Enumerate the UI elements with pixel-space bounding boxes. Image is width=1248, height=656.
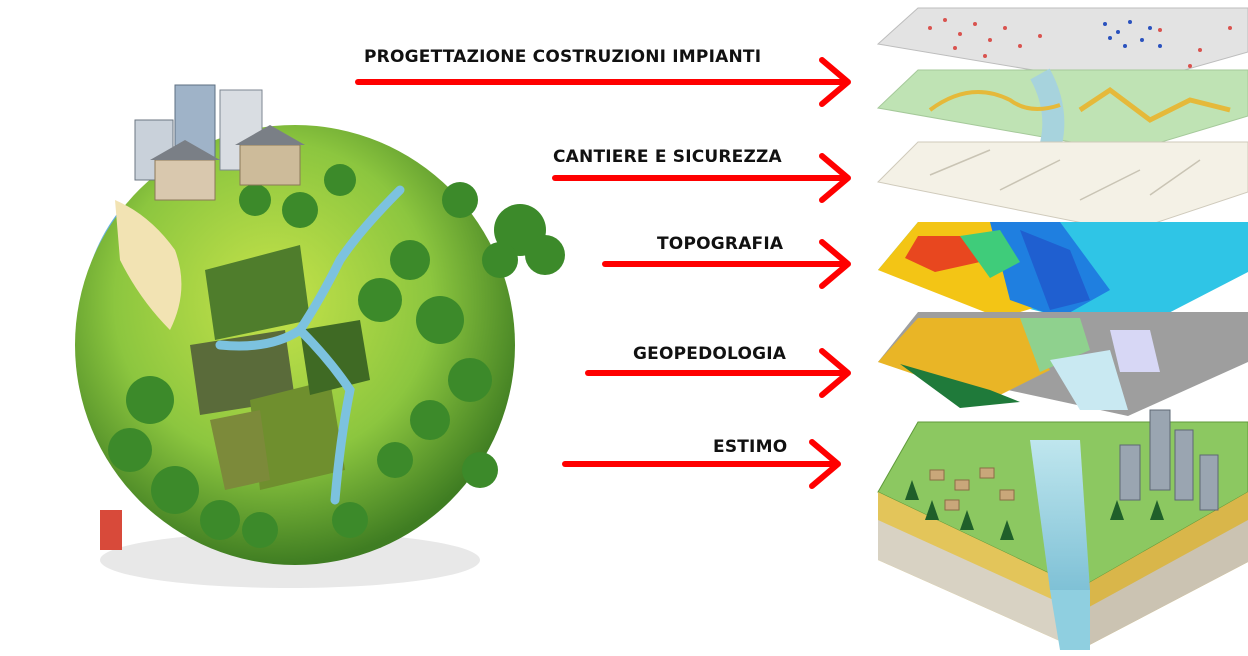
arrow-geopedologia: [585, 348, 851, 398]
crop-fields: [190, 245, 370, 490]
label-geopedologia: GEOPEDOLOGIA: [633, 344, 787, 364]
beach: [115, 200, 182, 330]
label-estimo: ESTIMO: [713, 437, 788, 457]
layer-topography: [878, 222, 1248, 334]
layer-3d-terrain: [877, 409, 1248, 650]
city-buildings: [134, 84, 305, 201]
layer-stack: [876, 7, 1248, 650]
globe-illustration: [75, 84, 565, 588]
arrow-topografia: [602, 239, 851, 289]
layer-roads: [876, 68, 1248, 153]
trees: [108, 164, 565, 548]
arrow-cantiere: [552, 153, 851, 203]
arrow-estimo: [562, 439, 841, 489]
label-progettazione: PROGETTAZIONE COSTRUZIONI IMPIANTI: [364, 47, 762, 67]
layer-points: [876, 7, 1248, 87]
label-cantiere: CANTIERE E SICUREZZA: [553, 147, 782, 167]
arrow-progettazione: [355, 57, 851, 107]
river: [215, 185, 405, 505]
layer-soil: [878, 312, 1248, 416]
bridge: [100, 510, 122, 550]
arrows: [355, 57, 851, 489]
label-topografia: TOPOGRAFIA: [657, 234, 784, 254]
